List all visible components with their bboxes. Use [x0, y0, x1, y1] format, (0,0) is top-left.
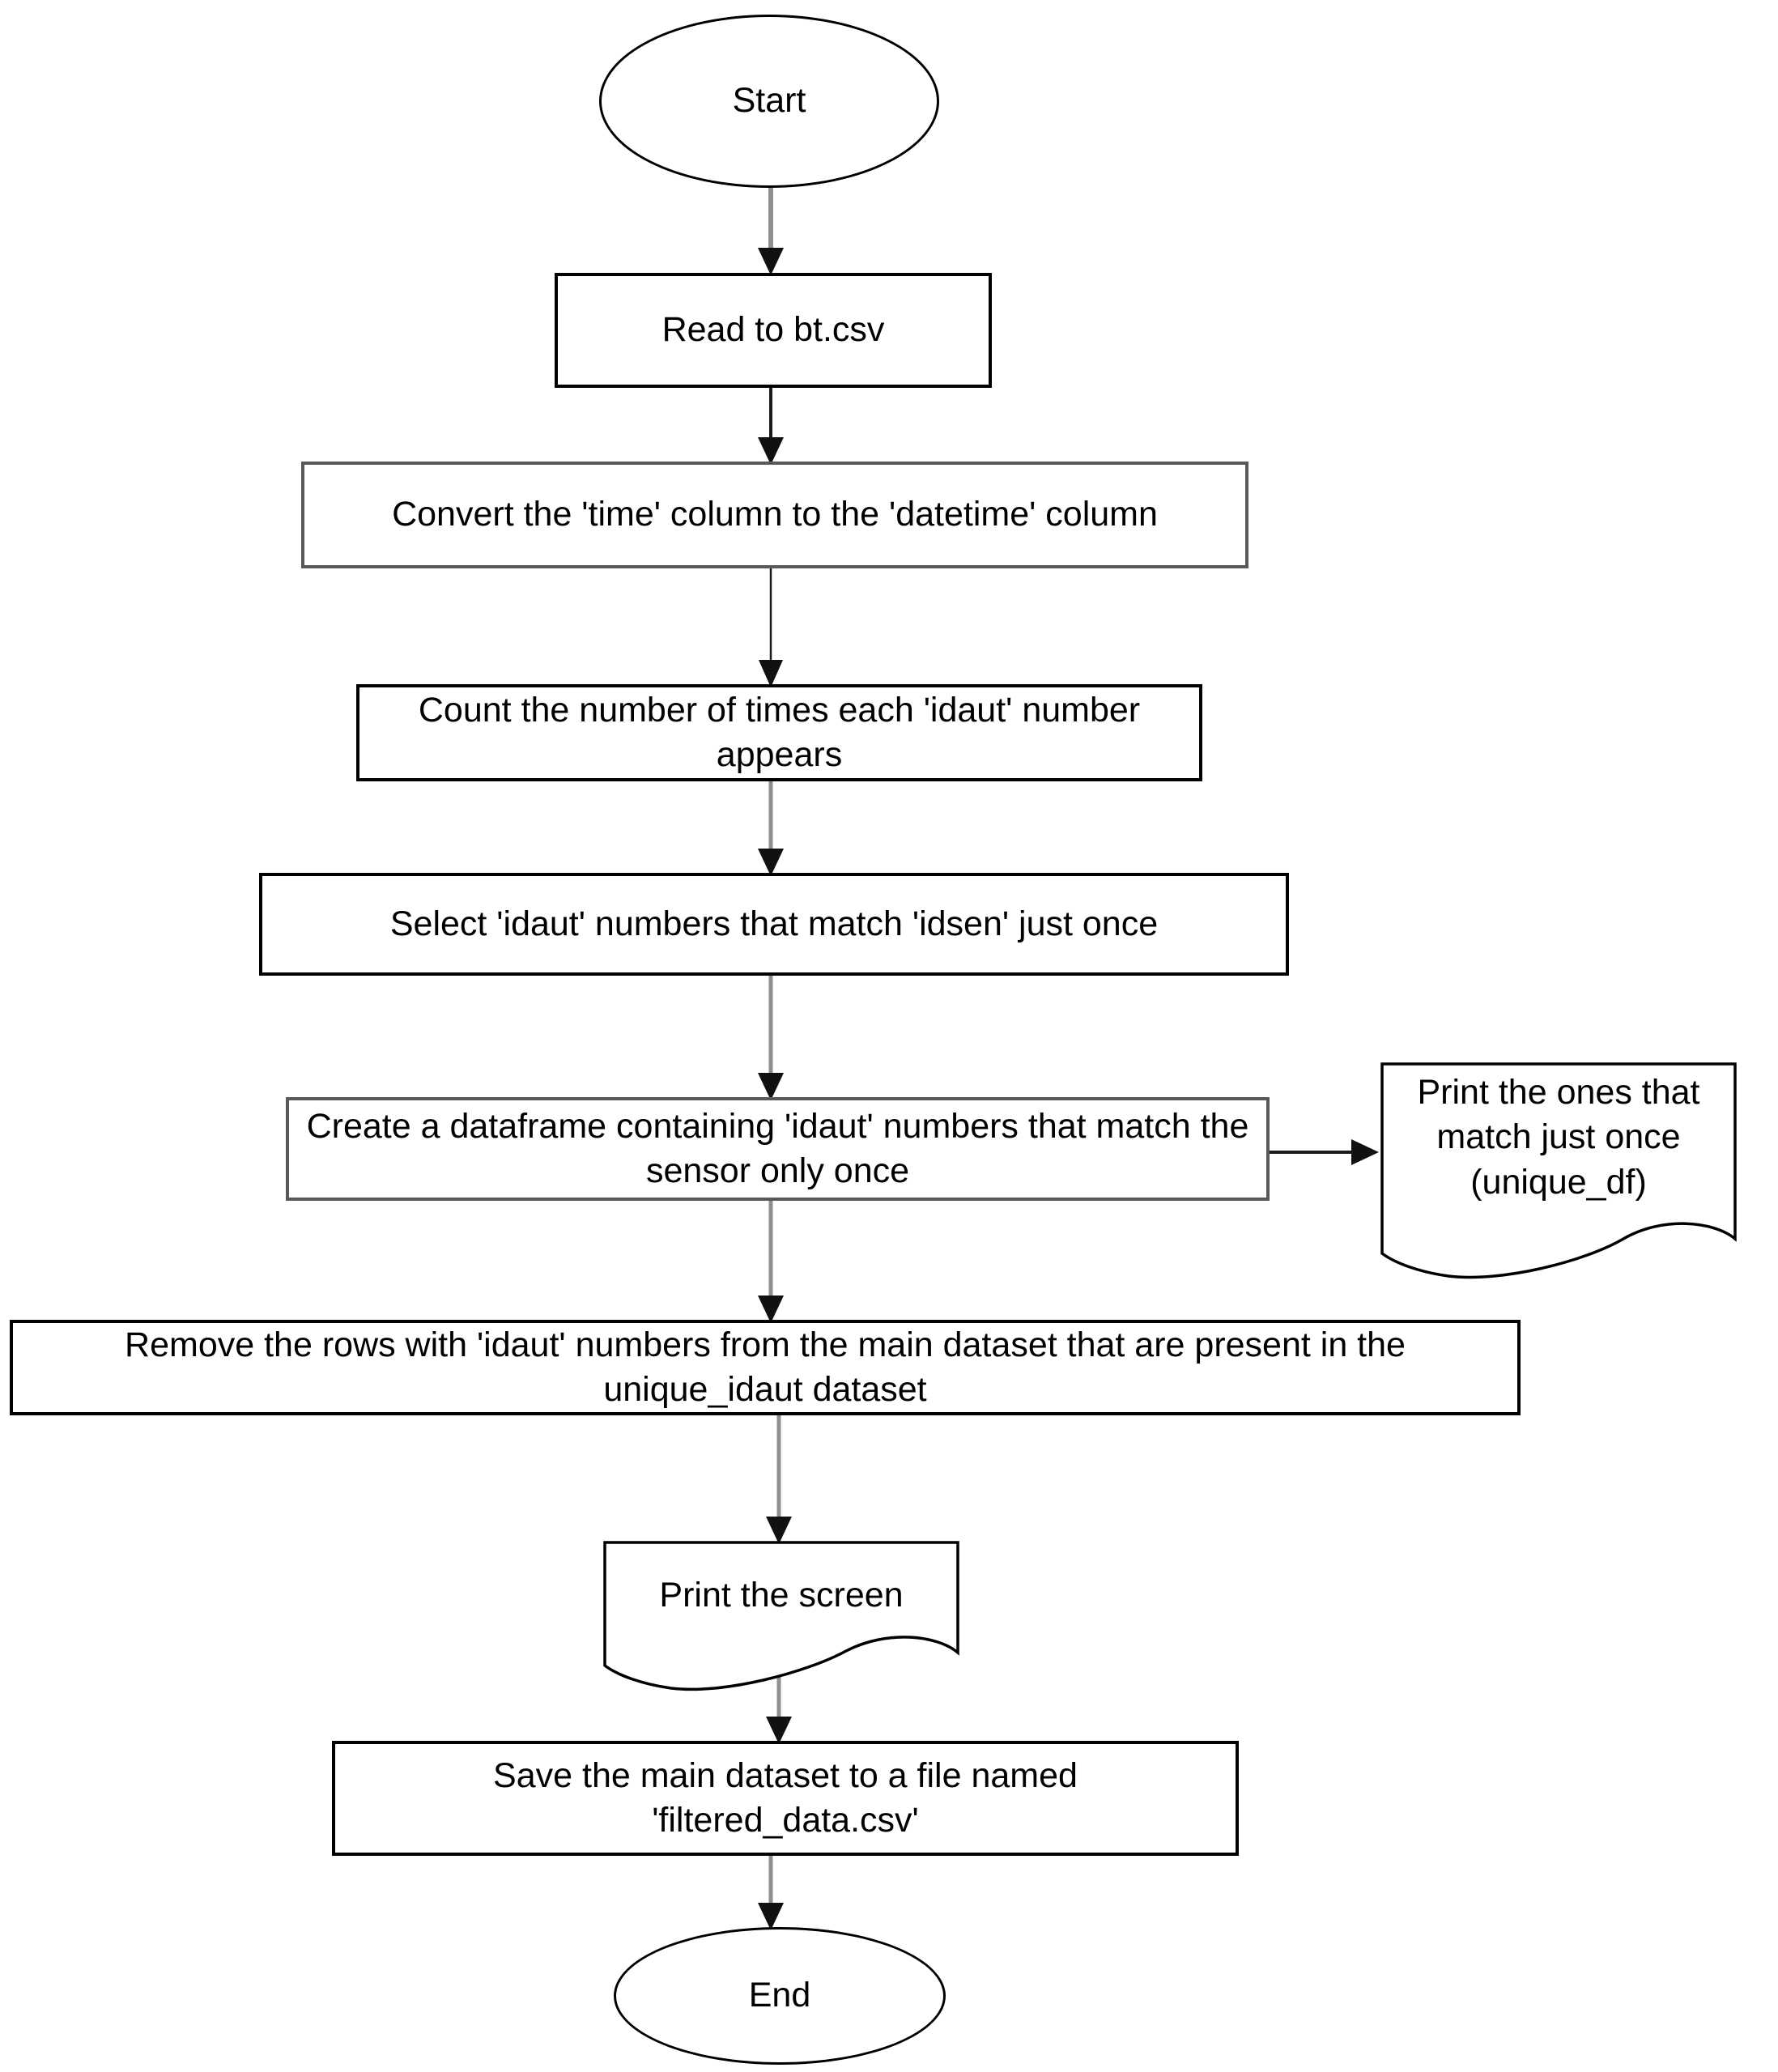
arrowhead — [758, 437, 784, 465]
arrowhead — [1351, 1139, 1379, 1165]
node-remove-label: Remove the rows with 'idaut' numbers fro… — [125, 1325, 1406, 1409]
node-convert: Convert the 'time' column to the 'dateti… — [301, 462, 1248, 568]
arrowhead — [758, 248, 784, 275]
connector-convert-to-count — [759, 568, 783, 687]
connector-start-to-read — [758, 188, 784, 275]
node-read-label: Read to bt.csv — [661, 310, 885, 350]
arrowhead — [766, 1717, 792, 1744]
connector-save-to-end — [758, 1856, 784, 1930]
node-save: Save the main dataset to a file named 'f… — [332, 1741, 1239, 1856]
node-print-screen-label: Print the screen — [659, 1576, 904, 1615]
node-start-label: Start — [732, 81, 806, 121]
connector-count-to-select — [758, 781, 784, 876]
connector-select-to-create — [758, 976, 784, 1100]
arrowhead — [759, 660, 783, 687]
node-save-label: Save the main dataset to a file named 'f… — [493, 1755, 1078, 1840]
node-convert-label: Convert the 'time' column to the 'dateti… — [392, 495, 1158, 534]
node-read: Read to bt.csv — [555, 273, 992, 388]
node-end: End — [614, 1927, 946, 2065]
node-print-unique-label: Print the ones that match just once (uni… — [1417, 1073, 1700, 1202]
node-select: Select 'idaut' numbers that match 'idsen… — [259, 873, 1289, 976]
arrowhead — [758, 1903, 784, 1930]
document-shape — [603, 1541, 959, 1691]
node-create-label: Create a dataframe containing 'idaut' nu… — [306, 1106, 1249, 1190]
connector-remove-to-print-screen — [766, 1415, 792, 1544]
node-remove: Remove the rows with 'idaut' numbers fro… — [10, 1320, 1521, 1415]
node-create: Create a dataframe containing 'idaut' nu… — [286, 1097, 1270, 1201]
node-count: Count the number of times each 'idaut' n… — [356, 684, 1202, 781]
connector-create-to-remove — [758, 1201, 784, 1323]
node-print-unique: Print the ones that match just once (uni… — [1380, 1062, 1737, 1283]
arrowhead — [758, 1073, 784, 1100]
arrowhead — [758, 1296, 784, 1323]
document-shape — [1380, 1062, 1737, 1279]
node-start: Start — [599, 15, 939, 188]
arrowhead — [766, 1517, 792, 1544]
connector-read-to-convert — [758, 388, 784, 465]
node-print-screen: Print the screen — [603, 1541, 959, 1696]
arrowhead — [758, 849, 784, 876]
node-end-label: End — [748, 1976, 811, 2015]
connector-create-to-print-unique — [1270, 1139, 1379, 1165]
node-select-label: Select 'idaut' numbers that match 'idsen… — [389, 904, 1159, 943]
node-count-label: Count the number of times each 'idaut' n… — [418, 690, 1141, 774]
